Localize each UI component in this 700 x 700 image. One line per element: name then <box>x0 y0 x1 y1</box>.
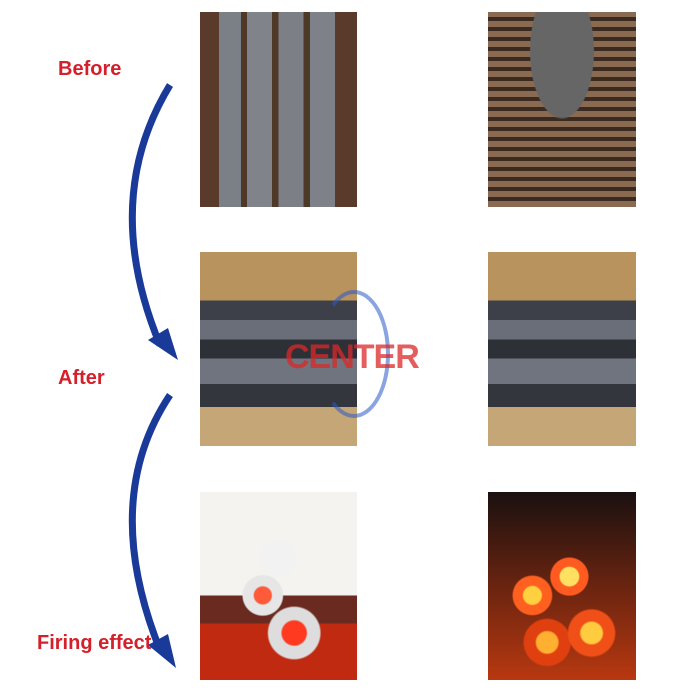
arrowhead-icon <box>148 328 178 360</box>
photo-charcoal-box-2 <box>488 252 636 446</box>
photo-raw-briquettes <box>200 12 357 207</box>
label-after: After <box>58 367 105 389</box>
label-firing-effect: Firing effect <box>37 632 152 654</box>
label-before: Before <box>58 58 122 80</box>
photo-firing-grill <box>200 492 357 680</box>
photo-kiln-loaded <box>488 12 636 207</box>
photo-firing-glow <box>488 492 636 680</box>
watermark: CENTER <box>285 338 420 376</box>
curved-arrow-icon <box>128 393 173 652</box>
watermark-globe-icon <box>318 290 390 418</box>
arrowhead-icon <box>148 634 176 668</box>
curved-arrow-icon <box>128 83 173 347</box>
